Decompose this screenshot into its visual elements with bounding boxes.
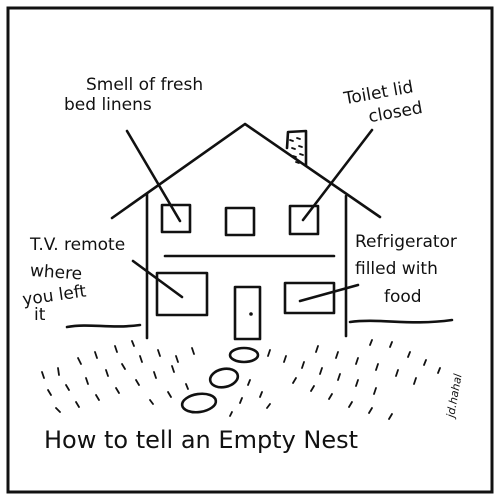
ground-right	[348, 318, 454, 324]
window-upper-middle	[224, 206, 256, 237]
label-remote-line4: it	[34, 305, 46, 325]
label-remote-line3: you left	[21, 281, 88, 310]
pointer-toilet	[301, 128, 374, 222]
ground-left	[65, 323, 142, 329]
pointer-linens	[125, 129, 182, 223]
label-linens-line1: Smell of fresh	[86, 75, 203, 95]
stepping-stones	[180, 346, 260, 414]
artist-signature: jd.hahal	[444, 373, 465, 421]
roof	[110, 122, 382, 220]
window-lower-left	[155, 271, 209, 317]
window-lower-right	[283, 281, 336, 315]
label-fridge-line1: Refrigerator	[355, 232, 457, 252]
window-upper-left	[160, 203, 192, 234]
label-fridge-line3: food	[384, 287, 422, 307]
chimney	[285, 129, 308, 167]
label-remote-line2: where	[29, 261, 82, 285]
pointer-fridge	[298, 283, 360, 303]
label-fridge: Refrigerator filled with food	[355, 232, 457, 307]
label-linens: Smell of fresh bed linens	[64, 75, 203, 115]
window-upper-right	[288, 204, 320, 236]
cartoon-caption: How to tell an Empty Nest	[44, 426, 358, 454]
label-remote-line1: T.V. remote	[29, 235, 125, 255]
pointer-remote	[131, 259, 184, 299]
front-door	[233, 285, 262, 341]
label-fridge-line2: filled with	[355, 259, 438, 279]
label-toilet: Toilet lid closed	[341, 77, 424, 127]
grass-marks	[41, 339, 441, 420]
door-knob	[249, 312, 253, 316]
label-remote: T.V. remote where you left it	[21, 235, 125, 325]
label-linens-line2: bed linens	[64, 95, 152, 115]
panel-border	[6, 6, 494, 494]
